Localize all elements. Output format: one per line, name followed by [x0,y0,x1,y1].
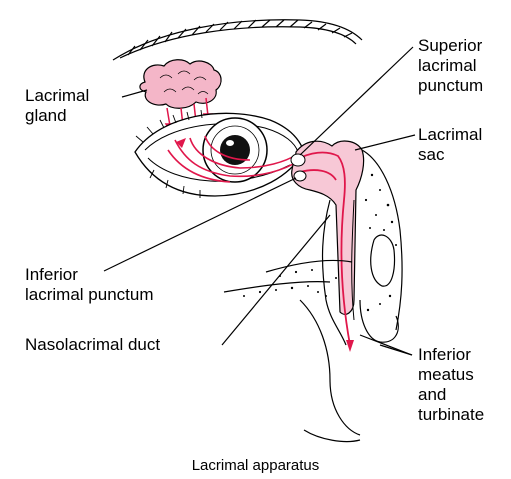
label-lacrimal-gland: Lacrimal gland [25,86,89,126]
eye [135,110,304,198]
label-inferior-meatus-and-turbinate: Inferior meatus and turbinate [418,345,484,425]
label-inferior-lacrimal-punctum: Inferior lacrimal punctum [25,265,154,305]
label-superior-lacrimal-punctum: Superior lacrimal punctum [418,36,483,96]
eyebrow [113,20,362,60]
nasal-structures [224,150,402,442]
figure-caption: Lacrimal apparatus [0,457,511,474]
label-nasolacrimal-duct: Nasolacrimal duct [25,335,160,355]
lacrimal-gland-shape [140,60,221,109]
label-lacrimal-sac: Lacrimal sac [418,125,482,165]
